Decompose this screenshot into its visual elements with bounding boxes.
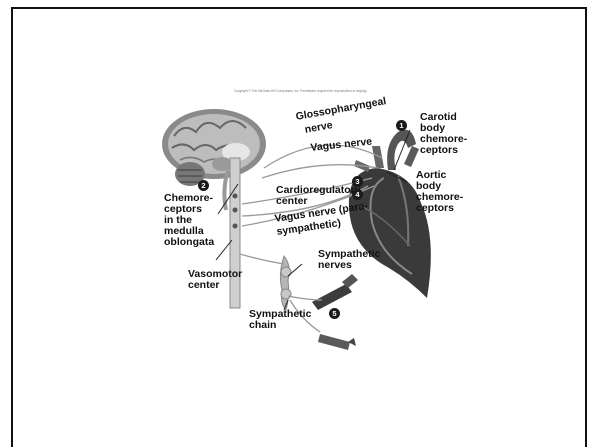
step-badge-3: 3 xyxy=(352,176,363,187)
label-chemoreceptors-1: Chemore- xyxy=(164,193,213,203)
chemoreceptor-reflex-figure: Copyright © The McGraw-Hill Companies, I… xyxy=(152,86,450,362)
label-cardioregulatory-1: Cardioregulatory xyxy=(276,185,361,195)
label-vasomotor-2: center xyxy=(188,280,220,290)
label-carotid-2: body xyxy=(420,123,445,133)
label-carotid-1: Carotid xyxy=(420,112,457,122)
label-aortic-2: body xyxy=(416,181,441,191)
copyright-notice: Copyright © The McGraw-Hill Companies, I… xyxy=(234,89,367,93)
label-sympathetic-nerves-2: nerves xyxy=(318,260,352,270)
step-badge-5: 5 xyxy=(329,308,340,319)
step-badge-4: 4 xyxy=(352,189,363,200)
label-sympathetic-chain-2: chain xyxy=(249,320,276,330)
label-chemoreceptors-4: medulla xyxy=(164,226,204,236)
label-carotid-3: chemore- xyxy=(420,134,467,144)
label-carotid-4: ceptors xyxy=(420,145,458,155)
label-chemoreceptors-5: oblongata xyxy=(164,237,214,247)
step-badge-2: 2 xyxy=(198,180,209,191)
label-cardioregulatory-2: center xyxy=(276,196,308,206)
label-chemoreceptors-2: ceptors xyxy=(164,204,202,214)
label-sympathetic-nerves-1: Sympathetic xyxy=(318,249,380,259)
label-chemoreceptors-3: in the xyxy=(164,215,192,225)
label-aortic-1: Aortic xyxy=(416,170,446,180)
label-sympathetic-chain-1: Sympathetic xyxy=(249,309,311,319)
label-aortic-4: ceptors xyxy=(416,203,454,213)
step-badge-1: 1 xyxy=(396,120,407,131)
label-aortic-3: chemore- xyxy=(416,192,463,202)
label-vasomotor-1: Vasomotor xyxy=(188,269,242,279)
